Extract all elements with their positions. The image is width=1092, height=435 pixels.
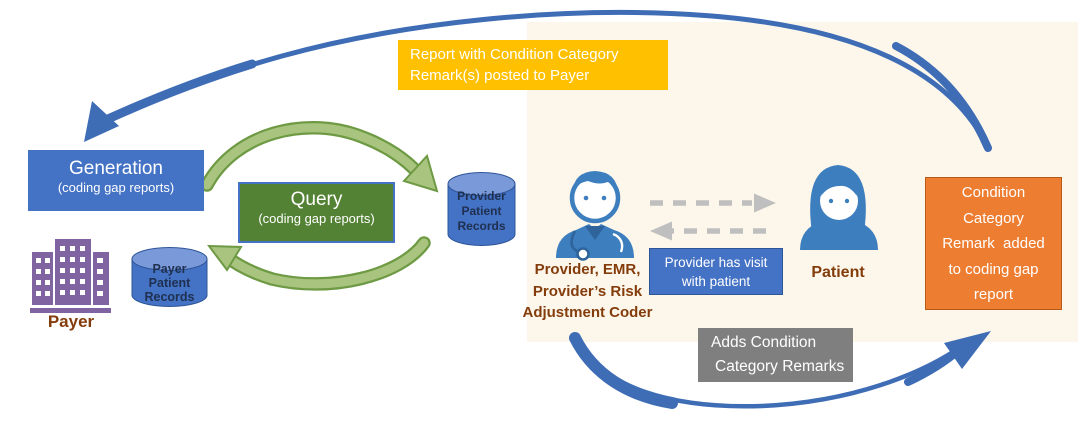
arrowhead-to-generation [84, 101, 119, 142]
provider-label: Provider, EMR, Provider’s Risk Adjustmen… [522, 261, 653, 321]
report-posted-line2: Remark(s) posted to Payer [410, 67, 590, 84]
report-to-payer-arrow [84, 9, 992, 152]
adds-remarks-callout: Adds Condition Category Remarks [698, 328, 853, 382]
stethoscope-disc [576, 247, 590, 261]
visit-callout: Provider has visit with patient [649, 248, 783, 295]
patient-icon [800, 165, 878, 250]
generation-title: Generation [68, 158, 163, 179]
query-title: Query [290, 189, 343, 210]
payer-building-icon [30, 239, 111, 313]
generation-subtitle: (coding gap reports) [57, 180, 175, 195]
report-posted-line1: Report with Condition Category [410, 46, 619, 63]
cycle-arrow-bottom [206, 236, 431, 291]
building-windows [36, 246, 103, 296]
provider-records-database-icon [447, 172, 516, 246]
query-step-box: Query (coding gap reports) [238, 182, 395, 243]
adds-remarks-line1: Adds Condition [711, 334, 817, 351]
visit-arrow-right [650, 193, 776, 213]
report-posted-callout: Report with Condition Category Remark(s)… [398, 40, 668, 90]
condition-remark-added-box: Condition Category Remark added to codin… [925, 177, 1062, 310]
payer-records-label: Payer Patient Records [144, 262, 195, 304]
patient-label: Patient [811, 264, 865, 281]
query-subtitle: (coding gap reports) [258, 211, 375, 226]
coder-to-remark-arrow [569, 331, 991, 409]
visit-arrow-left [650, 221, 766, 241]
adds-remarks-line2: Category Remarks [715, 358, 845, 375]
arrowhead-to-provider [650, 221, 672, 241]
visit-line1: Provider has visit [664, 255, 768, 270]
arrowhead-to-condition-box [944, 331, 991, 369]
cycle-arrow-top [200, 121, 439, 193]
arrowhead-to-provider-records [402, 154, 439, 193]
arrowhead-to-payer-records [206, 244, 243, 272]
provider-records-label: Provider Patient Records [457, 189, 506, 233]
visit-line2: with patient [681, 274, 751, 289]
doctor-icon [556, 171, 634, 261]
payer-records-database-icon [131, 247, 208, 307]
payer-label: Payer [47, 312, 95, 331]
arrowhead-to-patient [754, 193, 776, 213]
generation-step-box: Generation (coding gap reports) [28, 150, 204, 211]
